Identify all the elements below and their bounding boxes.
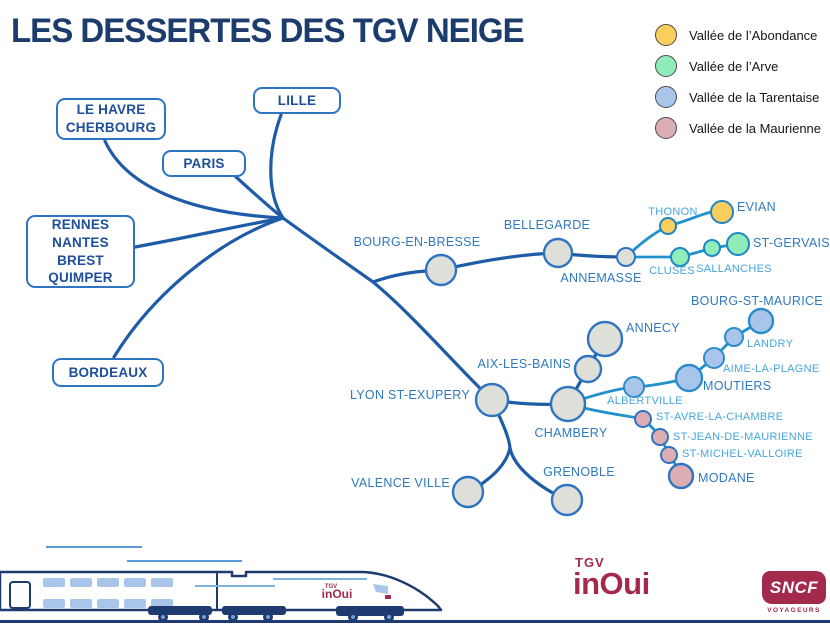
station-label-moutiers: MOUTIERS xyxy=(703,379,771,393)
station-label-sallanches: SALLANCHES xyxy=(696,263,772,275)
legend-swatch-arve xyxy=(655,55,677,77)
station-landry xyxy=(724,327,744,347)
train-door xyxy=(9,581,31,609)
legend-swatch-maurienne xyxy=(655,117,677,139)
station-thonon xyxy=(659,217,677,235)
nose-mark xyxy=(385,595,391,599)
legend-item-tarentaise: Vallée de la Tarentaise xyxy=(655,86,821,108)
station-label-evian: EVIAN xyxy=(737,200,776,214)
station-bourg-st-maurice xyxy=(747,307,775,335)
station-label-cluses: CLUSES xyxy=(649,265,695,277)
station-label-modane: MODANE xyxy=(698,471,755,485)
station-label-lyon-st-exupery: LYON ST-EXUPERY xyxy=(350,388,470,402)
station-label-bellegarde: BELLEGARDE xyxy=(504,218,590,232)
station-label-st-michel-valloire: ST-MICHEL-VALLOIRE xyxy=(682,448,803,460)
station-valence-ville xyxy=(451,475,485,509)
route-bourg-en-bresse-bellegarde xyxy=(439,251,560,272)
station-bourg-en-bresse xyxy=(424,253,458,287)
station-chambery xyxy=(549,385,587,423)
station-label-aime-la-plagne: AIME-LA-PLAGNE xyxy=(723,363,820,375)
city-box-paris: PARIS xyxy=(162,150,246,177)
station-modane xyxy=(667,462,695,490)
station-label-bourg-en-bresse: BOURG-EN-BRESSE xyxy=(354,235,481,249)
page-title: LES DESSERTES DES TGV NEIGE xyxy=(11,12,525,50)
legend-label-maurienne: Vallée de la Maurienne xyxy=(689,120,822,136)
station-label-thonon: THONON xyxy=(648,206,697,218)
train-wheels xyxy=(158,612,394,622)
station-st-michel-valloire xyxy=(660,446,678,464)
city-box-rennes-nantes-brest-quimper: RENNES NANTES BREST QUIMPER xyxy=(26,215,135,288)
legend-item-arve: Vallée de l’Arve xyxy=(655,55,821,77)
station-label-st-avre-la-chambre: ST-AVRE-LA-CHAMBRE xyxy=(656,411,783,423)
train-body xyxy=(0,570,443,612)
train-brand-tgv: TGV xyxy=(325,584,337,590)
station-lyon-st-exupery xyxy=(474,382,510,418)
legend-item-maurienne: Vallée de la Maurienne xyxy=(655,117,821,139)
sncf-logo-text: SNCF xyxy=(769,577,819,597)
station-label-st-gervais: ST-GERVAIS xyxy=(753,236,830,250)
station-label-annecy: ANNECY xyxy=(626,321,680,335)
tgv-inoui-logo-tgv: TGV xyxy=(575,555,605,570)
station-sallanches xyxy=(703,239,721,257)
legend-label-abondance: Vallée de l’Abondance xyxy=(689,27,818,43)
station-evian xyxy=(710,200,734,224)
legend-swatch-abondance xyxy=(655,24,677,46)
train-brand-inoui: inOui xyxy=(322,587,353,601)
station-label-landry: LANDRY xyxy=(747,338,794,350)
station-label-aix-les-bains: AIX-LES-BAINS xyxy=(477,357,571,371)
station-albertville xyxy=(623,376,645,398)
legend-item-abondance: Vallée de l’Abondance xyxy=(655,24,821,46)
station-grenoble xyxy=(550,483,584,517)
station-moutiers xyxy=(674,363,704,393)
station-label-bourg-st-maurice: BOURG-ST-MAURICE xyxy=(691,294,823,308)
ground-line xyxy=(0,620,830,623)
city-box-bordeaux: BORDEAUX xyxy=(52,358,164,387)
route-bordeaux-hub xyxy=(112,216,285,359)
station-bellegarde xyxy=(542,237,574,269)
station-st-jean-de-maurienne xyxy=(651,428,669,446)
legend-label-arve: Vallée de l’Arve xyxy=(689,58,779,74)
tgv-inoui-logo-inoui: inOui xyxy=(573,566,650,601)
station-label-albertville: ALBERTVILLE xyxy=(607,395,683,407)
station-st-avre-la-chambre xyxy=(634,410,652,428)
train-bogies xyxy=(148,606,404,616)
sncf-voyageurs-label: VOYAGEURS xyxy=(767,607,821,614)
city-box-lille: LILLE xyxy=(253,87,341,114)
station-label-st-jean-de-maurienne: ST-JEAN-DE-MAURIENNE xyxy=(673,431,813,443)
route-paris-hub xyxy=(234,175,285,220)
station-st-gervais xyxy=(726,232,750,256)
legend-swatch-tarentaise xyxy=(655,86,677,108)
station-cluses xyxy=(670,247,690,267)
route-lille-hub xyxy=(269,113,285,220)
station-label-grenoble: GRENOBLE xyxy=(543,465,615,479)
nose-flag xyxy=(373,584,388,594)
station-annecy xyxy=(586,320,624,358)
route-rennes-nantes-brest-quimper-hub xyxy=(133,216,285,249)
station-label-valence-ville: VALENCE VILLE xyxy=(351,476,450,490)
legend-label-tarentaise: Vallée de la Tarentaise xyxy=(689,89,820,105)
train-illustration: TGV inOui xyxy=(0,546,443,622)
sncf-logo: SNCF xyxy=(762,571,826,604)
station-annemasse xyxy=(616,247,636,267)
route-le-havre-cherbourg-hub xyxy=(103,139,285,220)
tgv-inoui-logo: TGV inOui xyxy=(573,556,650,599)
station-label-chambery: CHAMBERY xyxy=(534,426,607,440)
station-label-annemasse: ANNEMASSE xyxy=(560,271,641,285)
train-windows xyxy=(43,578,173,608)
station-aime-la-plagne xyxy=(703,347,725,369)
city-box-le-havre-cherbourg: LE HAVRE CHERBOURG xyxy=(56,98,166,140)
station-aix-les-bains xyxy=(573,354,603,384)
